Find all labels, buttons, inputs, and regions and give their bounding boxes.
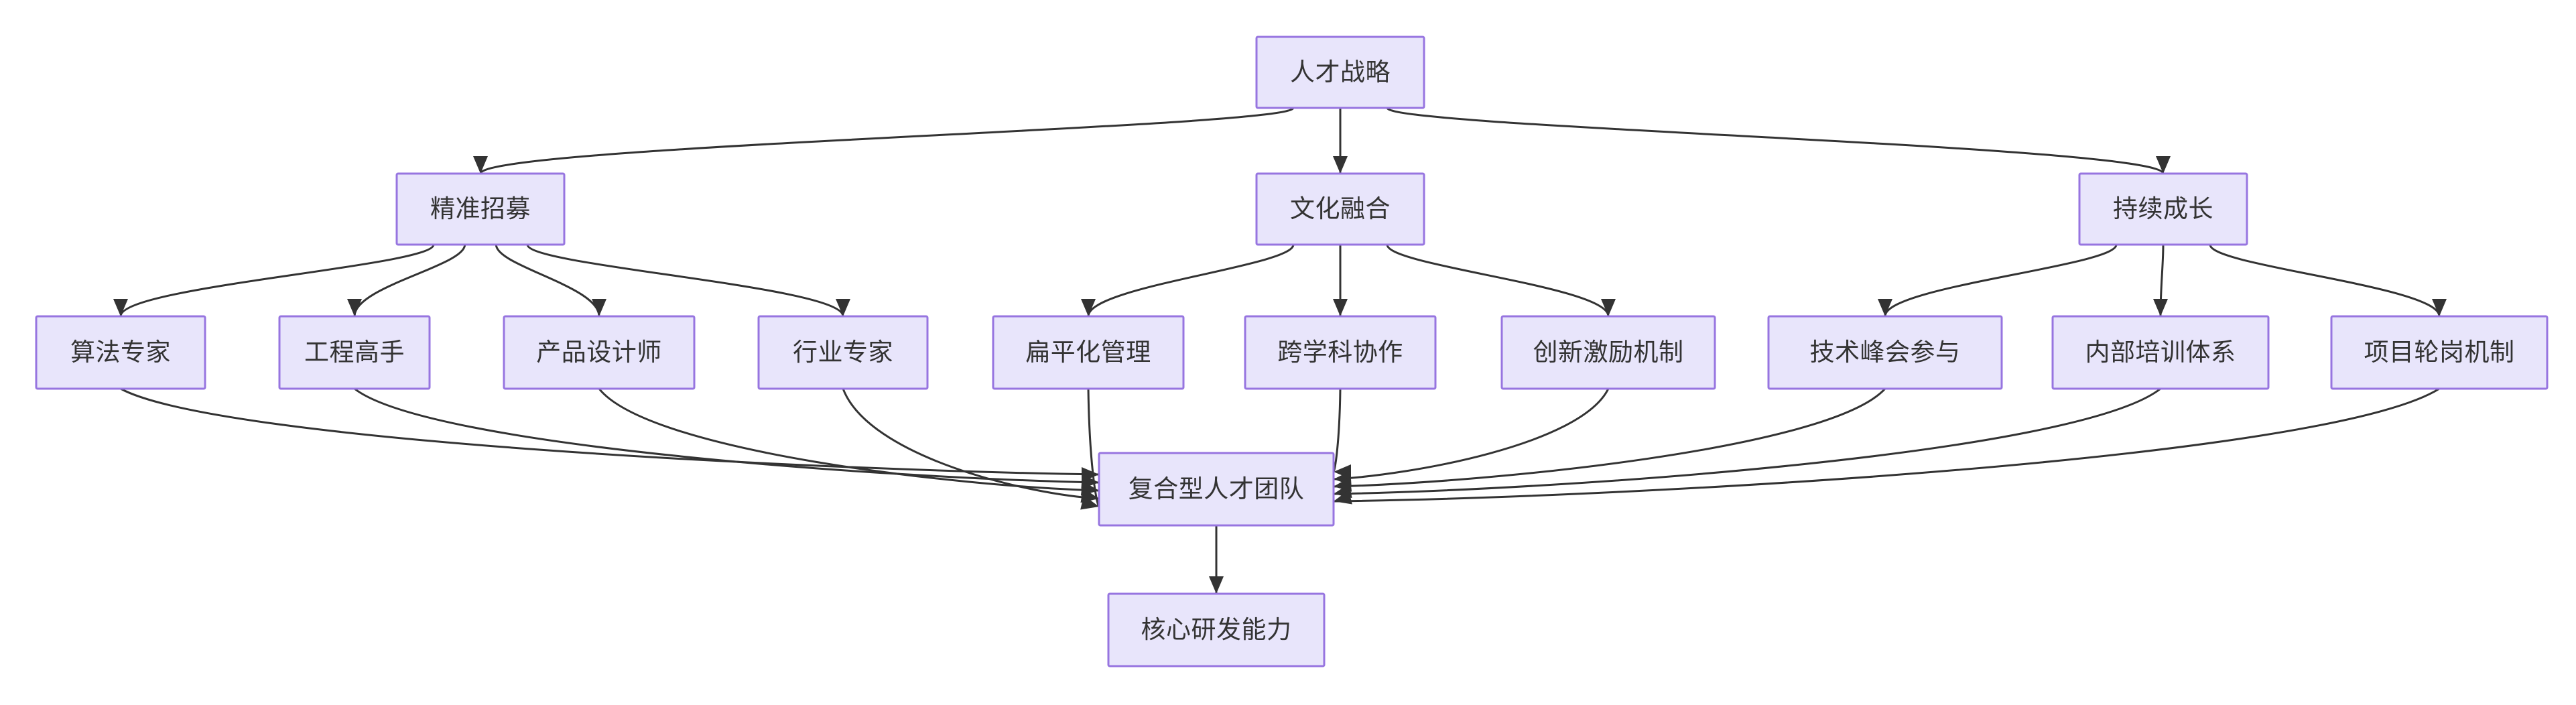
edge-culture-to-incentive-arrow — [1601, 299, 1616, 316]
node-algo[interactable]: 算法专家 — [35, 315, 206, 390]
edge-rotation-to-team-arrow — [1334, 490, 1352, 505]
edge-recruit-to-algo-arrow — [113, 299, 128, 316]
node-label-industry: 行业专家 — [793, 338, 893, 366]
node-label-designer: 产品设计师 — [536, 338, 662, 366]
node-box-rotation[interactable] — [2330, 315, 2549, 390]
edge-recruit-to-industry — [526, 244, 844, 317]
edge-root-to-culture-arrow — [1333, 156, 1348, 174]
edge-flat-to-team-arrow — [1080, 495, 1099, 510]
node-label-algo: 算法专家 — [70, 338, 171, 366]
node-label-growth: 持续成长 — [2113, 195, 2213, 222]
node-designer[interactable]: 产品设计师 — [503, 315, 696, 390]
node-box-industry[interactable] — [757, 315, 929, 390]
edge-industry-to-team — [842, 388, 1100, 500]
node-label-incentive: 创新激励机制 — [1533, 338, 1684, 366]
node-label-culture: 文化融合 — [1290, 195, 1391, 222]
node-label-team: 复合型人才团队 — [1129, 475, 1305, 503]
edge-recruit-to-designer-arrow — [592, 299, 606, 316]
node-culture[interactable]: 文化融合 — [1255, 172, 1425, 246]
edge-eng-to-team — [354, 387, 1100, 484]
edge-team-to-capability-arrow — [1209, 576, 1224, 594]
edge-root-to-recruit-arrow — [473, 156, 488, 174]
edge-growth-to-rotation — [2209, 244, 2441, 317]
edge-culture-to-crossdisc-arrow — [1333, 299, 1348, 316]
node-label-root: 人才战略 — [1290, 58, 1391, 86]
node-label-recruit: 精准招募 — [430, 195, 531, 222]
node-rotation[interactable]: 项目轮岗机制 — [2330, 315, 2549, 390]
node-flat[interactable]: 扁平化管理 — [992, 315, 1185, 390]
node-training[interactable]: 内部培训体系 — [2051, 315, 2270, 390]
edge-recruit-to-industry-arrow — [836, 299, 850, 316]
edge-culture-to-incentive — [1386, 244, 1610, 317]
edge-growth-to-rotation-arrow — [2432, 299, 2447, 316]
node-label-eng: 工程高手 — [304, 338, 405, 366]
edge-summit-to-team — [1333, 387, 1886, 488]
edge-growth-to-training-arrow — [2153, 299, 2168, 316]
edge-culture-to-flat-arrow — [1081, 299, 1096, 316]
node-box-growth[interactable] — [2078, 172, 2248, 246]
edge-culture-to-flat — [1087, 244, 1295, 317]
node-summit[interactable]: 技术峰会参与 — [1767, 315, 2003, 390]
node-label-crossdisc: 跨学科协作 — [1277, 338, 1403, 366]
node-box-culture[interactable] — [1255, 172, 1425, 246]
edge-growth-to-summit-arrow — [1878, 299, 1892, 316]
node-label-rotation: 项目轮岗机制 — [2364, 338, 2515, 366]
node-label-flat: 扁平化管理 — [1025, 338, 1151, 366]
edge-recruit-to-algo — [119, 244, 435, 317]
node-box-incentive[interactable] — [1500, 315, 1716, 390]
edge-recruit-to-eng-arrow — [347, 299, 362, 316]
node-growth[interactable]: 持续成长 — [2078, 172, 2248, 246]
node-box-designer[interactable] — [503, 315, 696, 390]
edge-incentive-to-team — [1333, 388, 1610, 480]
edge-recruit-to-eng — [353, 244, 466, 317]
node-box-root[interactable] — [1255, 36, 1425, 109]
node-root[interactable]: 人才战略 — [1255, 36, 1425, 109]
node-label-capability: 核心研发能力 — [1141, 616, 1292, 643]
node-label-summit: 技术峰会参与 — [1810, 338, 1961, 366]
node-box-flat[interactable] — [992, 315, 1185, 390]
edge-rotation-to-team — [1333, 387, 2440, 503]
node-incentive[interactable]: 创新激励机制 — [1500, 315, 1716, 390]
node-capability[interactable]: 核心研发能力 — [1107, 592, 1326, 667]
node-box-summit[interactable] — [1767, 315, 2003, 390]
node-box-capability[interactable] — [1107, 592, 1326, 667]
node-crossdisc[interactable]: 跨学科协作 — [1244, 315, 1437, 390]
node-box-recruit[interactable] — [395, 172, 566, 246]
edge-root-to-growth-arrow — [2156, 156, 2171, 174]
edge-flat-to-team — [1087, 388, 1100, 507]
node-box-algo[interactable] — [35, 315, 206, 390]
node-label-training: 内部培训体系 — [2085, 338, 2236, 366]
edge-layer — [113, 107, 2447, 594]
node-box-team[interactable] — [1098, 452, 1335, 527]
edge-training-to-team — [1333, 387, 2161, 495]
edge-designer-to-team — [598, 388, 1100, 492]
node-box-crossdisc[interactable] — [1244, 315, 1437, 390]
edge-algo-to-team — [120, 387, 1100, 476]
edge-root-to-growth — [1386, 107, 2165, 175]
node-recruit[interactable]: 精准招募 — [395, 172, 566, 246]
node-team[interactable]: 复合型人才团队 — [1098, 452, 1335, 527]
node-box-eng[interactable] — [278, 315, 431, 390]
node-eng[interactable]: 工程高手 — [278, 315, 431, 390]
node-industry[interactable]: 行业专家 — [757, 315, 929, 390]
node-box-training[interactable] — [2051, 315, 2270, 390]
edge-growth-to-summit — [1884, 244, 2118, 317]
edge-root-to-recruit — [479, 107, 1295, 175]
